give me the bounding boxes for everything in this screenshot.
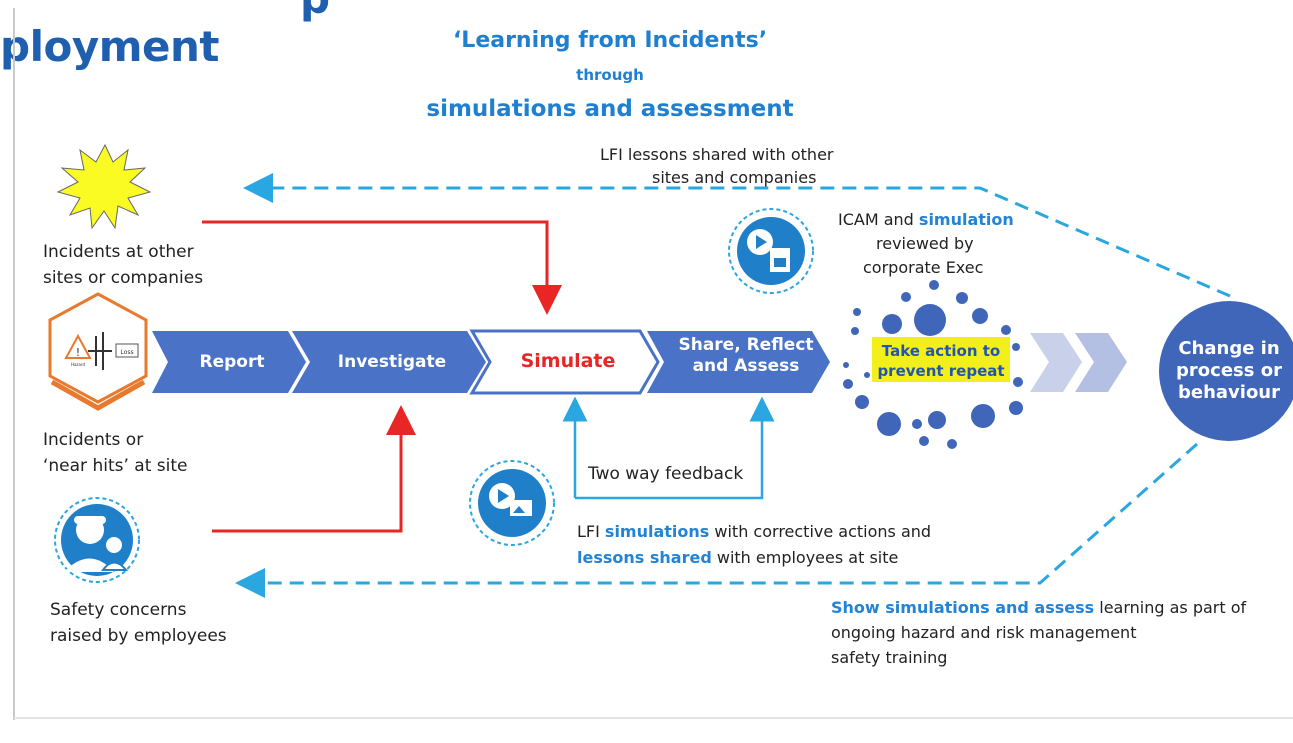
note-show-line2: ongoing hazard and risk management	[831, 623, 1137, 642]
note-lessons-line2: sites and companies	[652, 168, 817, 187]
diagram-heading-line3: simulations and assessment	[426, 96, 794, 122]
svg-text:!: !	[76, 346, 80, 359]
step-change-line2: process or	[1176, 360, 1282, 381]
label-concerns-line1: Safety concerns	[50, 600, 187, 620]
note-show-line1: Show simulations and assess learning as …	[831, 595, 1246, 621]
note-lfi-line1: LFI simulations with corrective actions …	[577, 519, 931, 545]
label-near-hits-line1: Incidents or	[43, 430, 144, 450]
dashed-arrow-bottom	[235, 442, 1198, 598]
step-action-line1: Take action to	[881, 342, 1001, 360]
action-highlight	[872, 337, 1010, 382]
note-icam-line2: reviewed by	[876, 234, 974, 253]
chevron-share	[647, 331, 830, 393]
note-icam-line3: corporate Exec	[863, 258, 984, 277]
light-chevron-2	[1075, 333, 1127, 392]
note-icam-blue: simulation	[918, 210, 1014, 229]
chevron-simulate	[469, 329, 660, 395]
note-icam-pre: ICAM and	[838, 210, 919, 229]
red-arrow-top	[202, 220, 562, 315]
step-share-line1: Share, Reflect	[678, 335, 814, 355]
step-change-line3: behaviour	[1177, 382, 1280, 403]
note-lfi-post: with corrective actions and	[709, 522, 932, 541]
note-lfi-blue: simulations	[604, 522, 710, 541]
feedback-arrow-right	[575, 396, 775, 500]
hazard-loss-hex-icon: !	[48, 292, 148, 411]
step-investigate: Investigate	[337, 352, 447, 372]
label-near-hits-line2: ‘near hits’ at site	[43, 456, 188, 476]
action-dot-ring	[843, 280, 1023, 449]
chevron-report	[152, 331, 306, 393]
slide-title: ployment	[0, 22, 219, 71]
change-circle	[1159, 301, 1293, 441]
simulation-doc-icon	[728, 208, 814, 294]
diagram-heading-line1: ‘Learning from Incidents’	[452, 28, 768, 53]
process-chevrons	[152, 329, 830, 395]
chevron-investigate	[292, 331, 486, 393]
label-other-sites-line2: sites or companies	[43, 268, 204, 288]
simulation-play-icon	[469, 460, 555, 546]
step-report: Report	[199, 352, 265, 372]
note-lessons-line1: LFI lessons shared with other	[600, 145, 834, 164]
starburst-icon	[56, 143, 152, 230]
note-lfi-line2: lessons shared with employees at site	[577, 545, 898, 571]
light-chevron-1	[1030, 333, 1082, 392]
note-lfi-l2-blue: lessons shared	[577, 548, 712, 567]
diagram-heading-line2: through	[576, 66, 644, 84]
step-action-line2: prevent repeat	[877, 362, 1005, 380]
workers-icon	[54, 497, 140, 583]
slide-title-cut: p	[300, 0, 330, 23]
dashed-arrow-top	[243, 173, 1231, 298]
red-arrow-bottom	[212, 405, 416, 533]
hex-loss-label: Loss	[120, 349, 133, 356]
label-other-sites-line1: Incidents at other	[43, 242, 194, 262]
note-show-line3: safety training	[831, 648, 948, 667]
note-lfi-pre: LFI	[577, 522, 605, 541]
step-share-line2: and Assess	[692, 356, 800, 376]
hex-hazard-label: Hazard	[71, 362, 86, 367]
note-show-post: learning as part of	[1094, 598, 1247, 617]
note-icam-line1: ICAM and simulation	[838, 207, 1014, 233]
note-lfi-l2-post: with employees at site	[711, 548, 899, 567]
step-change-line1: Change in	[1178, 338, 1280, 359]
note-show-blue: Show simulations and assess	[831, 598, 1095, 617]
note-feedback: Two way feedback	[588, 464, 744, 484]
label-concerns-line2: raised by employees	[50, 626, 227, 646]
step-simulate: Simulate	[520, 350, 616, 372]
